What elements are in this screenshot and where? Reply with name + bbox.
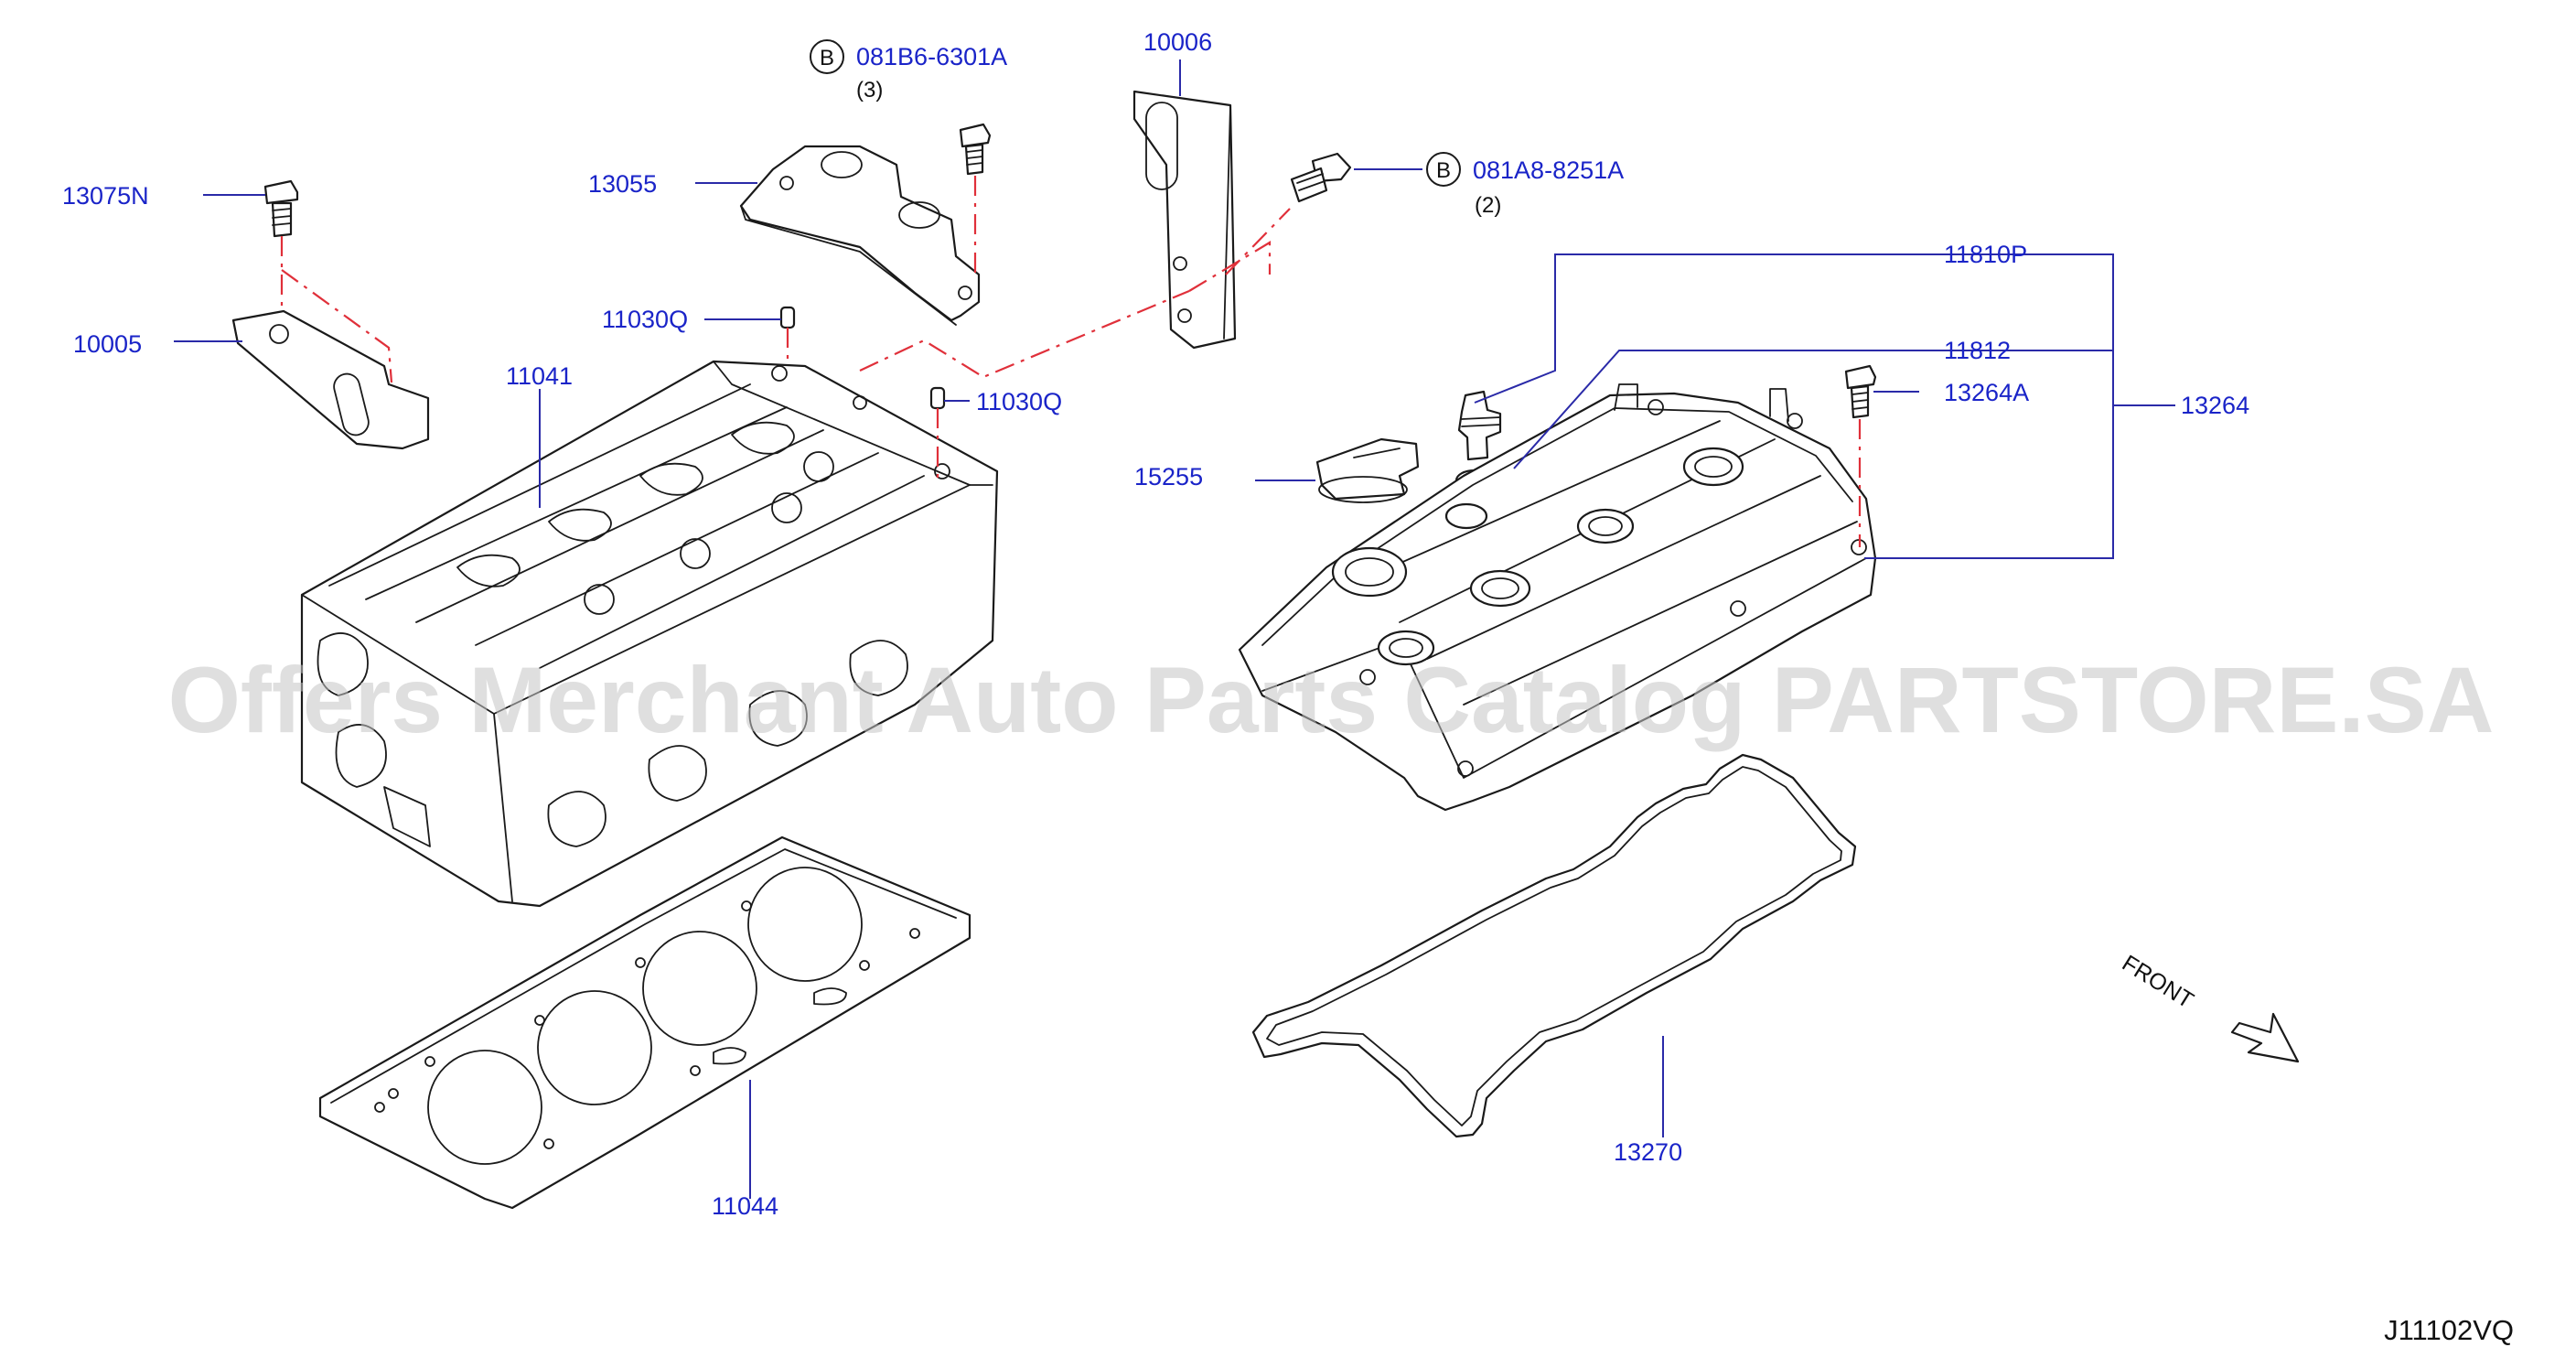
bolt-13264A-drawing[interactable] — [1844, 364, 1877, 419]
label-11812[interactable]: 11812 — [1944, 337, 2011, 364]
label-11044[interactable]: 11044 — [712, 1192, 778, 1220]
rocker-cover-gasket-drawing[interactable] — [1251, 753, 1857, 1138]
head-gasket-drawing[interactable] — [318, 835, 971, 1210]
label-11030Q-right[interactable]: 11030Q — [976, 388, 1062, 415]
label-11041[interactable]: 11041 — [506, 362, 573, 390]
diagram-code: J11102VQ — [2384, 1314, 2514, 1346]
label-15255[interactable]: 15255 — [1134, 463, 1203, 490]
b-marker-081A8: B — [1426, 152, 1461, 187]
cylinder-head-drawing[interactable] — [300, 360, 999, 908]
pcv-valve-drawing[interactable] — [1457, 390, 1502, 461]
label-11810P[interactable]: 11810P — [1944, 241, 2027, 268]
cover-13055-drawing[interactable] — [739, 145, 981, 326]
bolt-13075N-drawing[interactable] — [263, 179, 299, 238]
qty-081A8: (2) — [1475, 193, 1501, 218]
oil-filler-cap-drawing[interactable] — [1315, 437, 1420, 503]
label-13264[interactable]: 13264 — [2181, 392, 2249, 419]
b-marker-081B6: B — [810, 39, 844, 74]
qty-081B6: (3) — [856, 78, 883, 102]
b-marker-text: B — [1436, 158, 1451, 183]
label-10006[interactable]: 10006 — [1143, 28, 1212, 56]
front-label: FRONT — [2118, 950, 2198, 1013]
bracket-10005-drawing[interactable] — [231, 309, 430, 450]
watermark-text: Offers Merchant Auto Parts Catalog PARTS… — [168, 648, 2495, 752]
bolt-081B6-drawing[interactable] — [959, 123, 992, 176]
front-indicator: FRONT — [2118, 950, 2300, 1063]
label-13270[interactable]: 13270 — [1614, 1138, 1682, 1166]
label-13264A[interactable]: 13264A — [1944, 379, 2029, 406]
label-081A8-8251A[interactable]: 081A8-8251A — [1473, 156, 1624, 184]
label-10005[interactable]: 10005 — [73, 330, 142, 358]
label-11030Q-top[interactable]: 11030Q — [602, 306, 688, 333]
dowel-pin-11030Q-top-drawing[interactable] — [779, 306, 796, 329]
b-marker-text: B — [820, 46, 834, 70]
alignment-lines — [280, 176, 1862, 547]
label-13055[interactable]: 13055 — [588, 170, 657, 198]
label-081B6-6301A[interactable]: 081B6-6301A — [856, 43, 1007, 70]
front-arrow-icon — [2230, 1012, 2300, 1063]
dowel-pin-11030Q-right-drawing[interactable] — [929, 386, 946, 410]
bolt-081A8-drawing[interactable] — [1290, 152, 1352, 203]
leader-lines — [174, 59, 2175, 1199]
label-13075N[interactable]: 13075N — [62, 182, 149, 210]
bracket-10006-drawing[interactable] — [1132, 90, 1237, 350]
rocker-cover-drawing[interactable] — [1238, 383, 1877, 812]
